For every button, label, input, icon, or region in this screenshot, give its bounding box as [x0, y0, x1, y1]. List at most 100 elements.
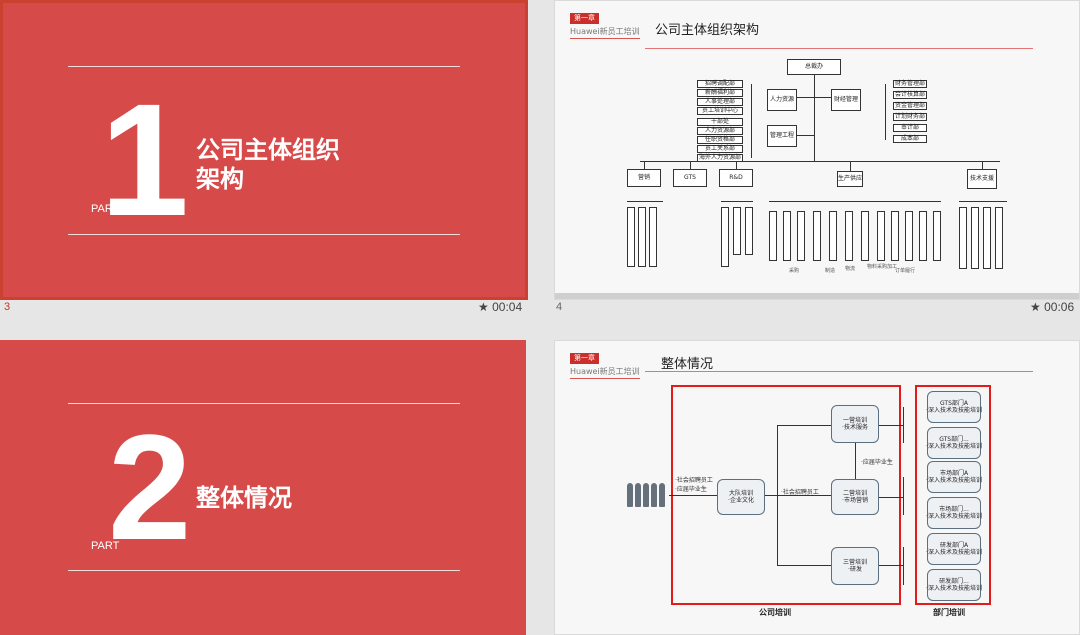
org-tick: [644, 161, 645, 169]
part-label: PART: [91, 203, 120, 215]
org-left-item: 人事处理部: [697, 98, 743, 106]
subtitle: Huawei新员工培训: [570, 27, 640, 36]
org-left-item: 招聘调配部: [697, 80, 743, 88]
person-icon: [651, 483, 657, 507]
department-training-label: 部门培训: [933, 608, 965, 617]
org-leaf: [797, 211, 805, 261]
flow-branch: [903, 477, 904, 515]
org-right-item: 审计部: [893, 124, 927, 132]
org-branch-2: [797, 135, 815, 136]
org-connector: [751, 84, 752, 158]
flow-camp-1: 一营培训 ·技术服务: [831, 405, 879, 443]
subtitle-underline: [570, 38, 640, 39]
flow-label: ·应届毕业生: [861, 459, 893, 466]
divider-bottom: [68, 234, 460, 235]
org-left-item: 人力资源部: [697, 127, 743, 135]
timing: ★ 00:06: [1030, 300, 1075, 314]
flow-branch: [777, 425, 778, 565]
person-icon: [659, 483, 665, 507]
org-note: 订单履行: [895, 268, 916, 274]
org-tick: [690, 161, 691, 169]
org-right-item: 计划财务部: [893, 113, 927, 121]
slide-title: 公司主体组织 架构: [196, 136, 340, 193]
org-leaf: [627, 207, 635, 267]
org-left-item: 干部处: [697, 118, 743, 126]
slide-title: 整体情况: [661, 357, 714, 372]
divider-top: [68, 66, 460, 67]
subtitle-underline: [570, 378, 640, 379]
org-note: 物流: [845, 266, 856, 272]
org-trunk: [814, 75, 815, 161]
slide-number: 3: [4, 301, 11, 313]
chapter-badge: 第一章: [570, 13, 599, 24]
org-left-item: 薪酬福利部: [697, 89, 743, 97]
flow-label: ·社会招聘员工 ·应届毕业生: [675, 477, 713, 493]
org-level2: R&D: [719, 169, 753, 187]
slide-title: 整体情况: [196, 484, 292, 512]
org-leaf: [721, 207, 729, 267]
org-left-item: 员工培训中心: [697, 107, 743, 115]
org-leaf: [971, 207, 979, 269]
org-note: 物料采购加工: [867, 264, 898, 270]
star-icon: ★: [478, 300, 489, 314]
org-leaf: [733, 207, 741, 255]
flow-camp-3: 三营培训 ·研发: [831, 547, 879, 585]
org-leaf: [877, 211, 885, 261]
org-tick: [982, 161, 983, 169]
org-leaf: [891, 211, 899, 261]
org-level2-bar: [640, 161, 1000, 162]
title-rule: [645, 48, 1033, 49]
org-leaf: [649, 207, 657, 267]
org-leaf-bar: [959, 201, 1007, 202]
org-left-item: 员工关系部: [697, 145, 743, 153]
org-top: 总裁办: [787, 59, 841, 75]
org-leaf: [905, 211, 913, 261]
subtitle: Huawei新员工培训: [570, 367, 640, 376]
timing: ★ 00:04: [478, 300, 523, 314]
dept-node: GTS部门... ·深入技术及技能培训: [926, 427, 982, 459]
company-training-label: 公司培训: [759, 608, 791, 617]
org-leaf: [829, 211, 837, 261]
slide-thumbnail-4[interactable]: 第一章 Huawei新员工培训 公司主体组织架构 总裁办 人力资源 财经管理 管…: [554, 0, 1080, 300]
dept-node: 研发部门... ·深入技术及技能培训: [926, 569, 982, 601]
org-leaf: [638, 207, 646, 267]
org-connector: [885, 84, 886, 140]
org-leaf: [745, 207, 753, 255]
department-training-frame: [915, 385, 991, 605]
dept-node: 市场部门... ·深入技术及技能培训: [926, 497, 982, 529]
org-leaf: [933, 211, 941, 261]
flow-connector: [855, 443, 856, 479]
org-leaf: [845, 211, 853, 261]
org-level2: 营销: [627, 169, 661, 187]
flow-arrow: [777, 565, 831, 566]
dept-node: GTS部门A ·深入技术及技能培训: [926, 391, 982, 423]
slide-thumbnail-6[interactable]: 第一章 Huawei新员工培训 整体情况 ·社会招聘员工 ·应届毕业生 大队培训…: [554, 340, 1080, 635]
org-right-item: 会计核算部: [893, 91, 927, 99]
org-leaf-bar: [627, 201, 663, 202]
slide-thumbnail-3[interactable]: 1 公司主体组织 架构 PART: [0, 0, 528, 300]
person-icon: [635, 483, 641, 507]
org-hr: 人力资源: [767, 89, 797, 111]
flow-label: ·社会招聘员工: [781, 489, 819, 496]
org-leaf: [813, 211, 821, 261]
org-leaf: [983, 207, 991, 269]
org-leaf: [919, 211, 927, 261]
flow-branch: [903, 407, 904, 443]
org-leaf: [783, 211, 791, 261]
slide-thumbnail-5[interactable]: 2 整体情况 PART: [0, 340, 526, 635]
flow-arrow: [765, 495, 831, 496]
org-right-item: 财务管理部: [893, 80, 927, 88]
flow-arrow: [777, 425, 831, 426]
flow-arrow: [879, 565, 903, 566]
org-leaf-bar: [721, 201, 753, 202]
flow-arrow: [879, 497, 903, 498]
flow-camp-2: 二营培训 ·市场营销: [831, 479, 879, 515]
person-icon: [643, 483, 649, 507]
title-rule: [645, 371, 1033, 372]
person-icon: [627, 483, 633, 507]
dept-node: 研发部门A ·深入技术及技能培训: [926, 533, 982, 565]
divider-bottom: [68, 570, 460, 571]
slide-title: 公司主体组织架构: [655, 23, 760, 38]
flow-start: 大队培训 ·企业文化: [717, 479, 765, 515]
org-note: 采购: [789, 268, 800, 274]
